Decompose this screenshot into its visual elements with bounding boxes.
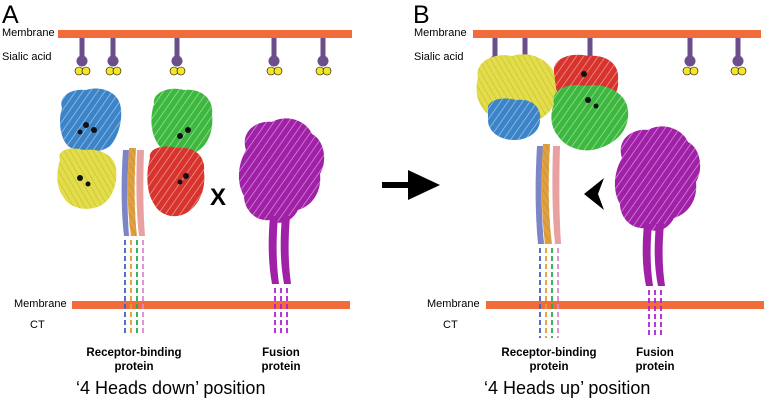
- sialic-acid-receptor: [169, 38, 186, 76]
- panel-a-fusion-label: Fusion protein: [261, 347, 301, 373]
- panel-a-letter: A: [2, 1, 19, 29]
- panel-a-receptor-binding-protein: [57, 88, 213, 336]
- sialic-acid-receptor: [682, 38, 699, 76]
- sialic-acid-receptor: [266, 38, 283, 76]
- panel-b-bottom-membrane: [486, 301, 764, 309]
- transmembrane-dashes: [539, 248, 559, 338]
- panel-b-fusion-label: Fusion protein: [635, 347, 675, 373]
- panel-a-caption: ‘4 Heads down’ position: [76, 378, 266, 398]
- panel-a-top-membrane-label: Membrane: [2, 27, 55, 39]
- stalk-helices: [535, 144, 561, 244]
- sialic-acid-receptor: [315, 38, 332, 76]
- head-domain-yellow: [57, 148, 117, 209]
- head-domain-blue: [487, 98, 541, 140]
- panel-b-caption: ‘4 Heads up’ position: [484, 378, 651, 398]
- sialic-acid-receptor: [74, 38, 91, 76]
- panel-a-sialic-acid-label: Sialic acid: [2, 51, 52, 63]
- transmembrane-dashes: [124, 240, 144, 336]
- head-domain-green: [151, 88, 213, 155]
- panel-b-letter: B: [413, 1, 430, 29]
- transition-arrow: [382, 170, 440, 200]
- head-domain-red: [147, 146, 205, 217]
- panel-a-ct-label: CT: [30, 319, 45, 331]
- sialic-acid-receptor: [730, 38, 747, 76]
- arrowhead-pointer-icon: [584, 178, 604, 210]
- panel-a-receptor-binding-label: Receptor-binding protein: [86, 347, 182, 373]
- panel-b-ct-label: CT: [443, 319, 458, 331]
- panel-a-fusion-protein: [238, 118, 325, 336]
- panel-b-bottom-membrane-label: Membrane: [427, 298, 480, 310]
- panel-a-bottom-membrane: [72, 301, 350, 309]
- blocked-x-mark: X: [210, 184, 227, 211]
- head-domain-blue: [60, 88, 122, 152]
- panel-a-sialic-acids: [74, 38, 332, 76]
- panel-b-top-membrane: [473, 30, 761, 38]
- sialic-acid-receptor: [105, 38, 122, 76]
- panel-a-bottom-membrane-label: Membrane: [14, 298, 67, 310]
- stalk-helices: [121, 148, 145, 236]
- head-domain-green: [551, 84, 629, 151]
- panel-b-receptor-binding-protein: [476, 54, 629, 338]
- panel-b-top-membrane-label: Membrane: [414, 27, 467, 39]
- panel-b-fusion-protein: [614, 126, 701, 338]
- panel-b-receptor-binding-label: Receptor-binding protein: [501, 347, 597, 373]
- panel-a-top-membrane: [58, 30, 352, 38]
- panel-b-sialic-acid-label: Sialic acid: [414, 51, 464, 63]
